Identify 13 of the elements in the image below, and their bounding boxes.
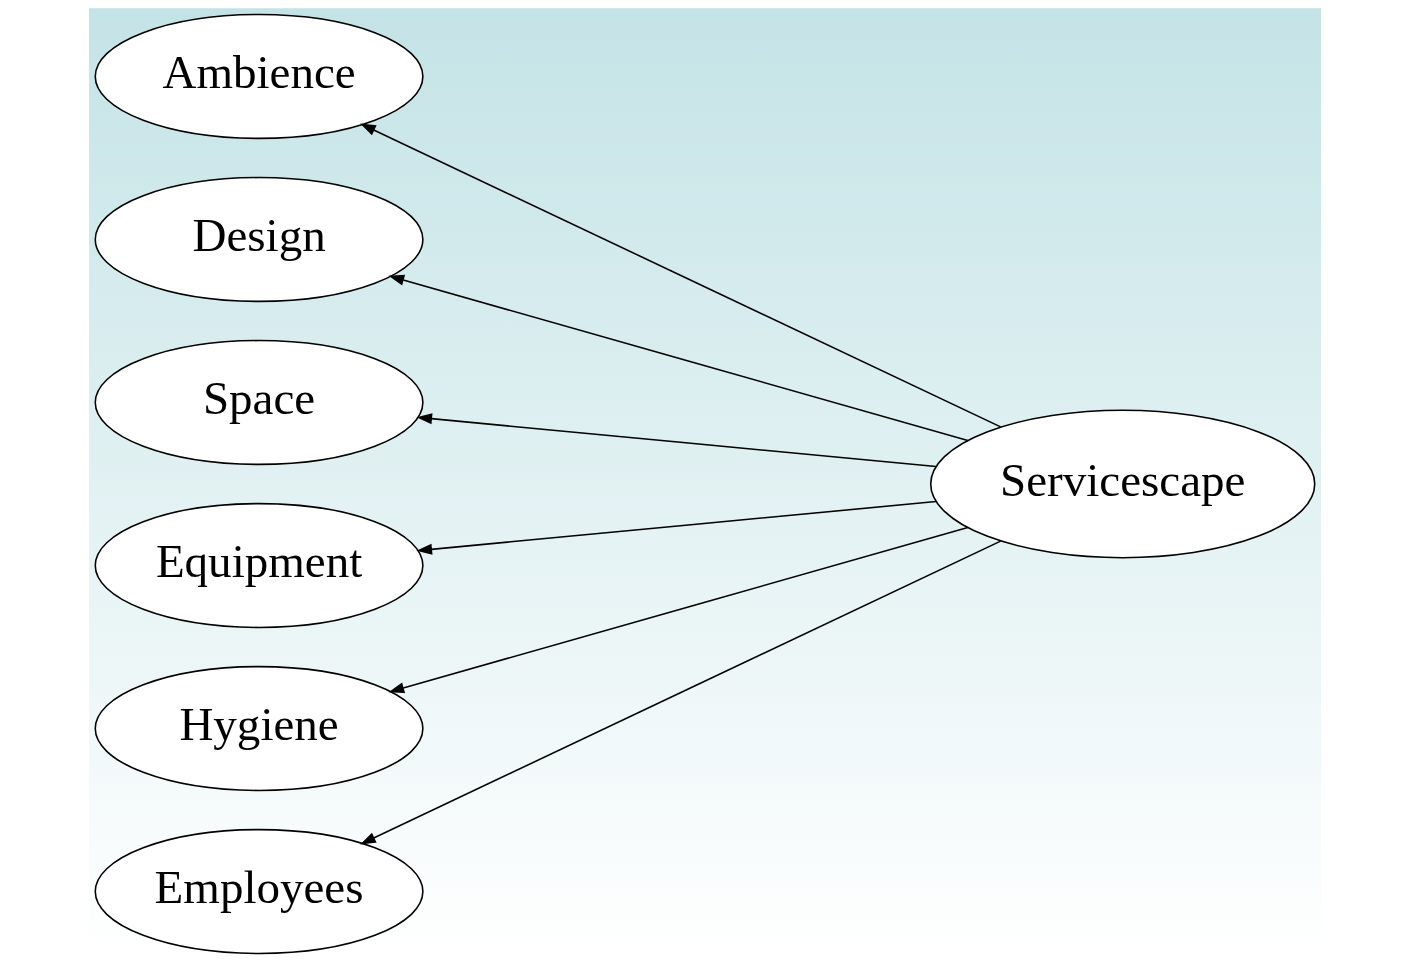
node-ellipse: Hygiene <box>94 665 424 792</box>
arrow <box>388 526 969 694</box>
arrow <box>415 500 937 555</box>
arrow <box>415 413 937 468</box>
node-ellipse: Space <box>94 339 424 466</box>
node-ellipse: Servicescape <box>929 409 1315 559</box>
node-ellipse: Employees <box>94 828 424 955</box>
node-ellipse: Equipment <box>94 502 424 629</box>
arrow <box>359 540 1001 845</box>
arrow <box>359 123 1001 428</box>
node-ellipse: Design <box>94 176 424 303</box>
node-ellipse: Ambience <box>94 13 424 140</box>
arrow <box>388 274 969 442</box>
